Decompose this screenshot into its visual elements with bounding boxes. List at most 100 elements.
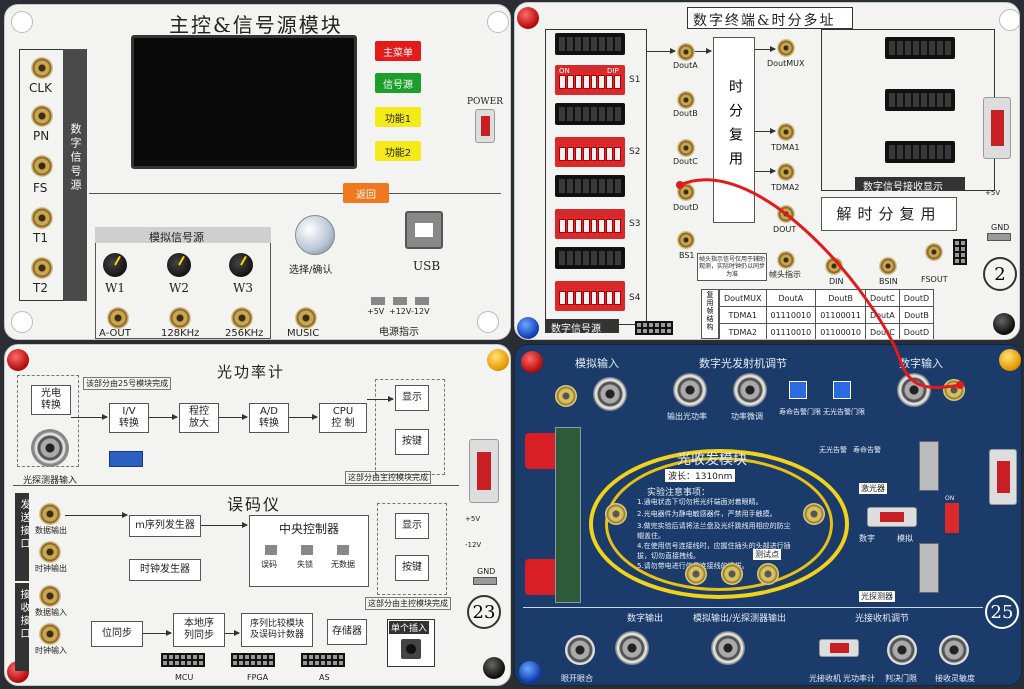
main-menu-button[interactable]: 主菜单 [375, 41, 421, 61]
music-jack[interactable] [295, 307, 317, 329]
data-input-label: 数据输入 [35, 608, 67, 617]
clock-input-label: 时钟输入 [35, 646, 67, 655]
pin-header-bottom[interactable] [635, 321, 673, 335]
doutb-label: DoutB [673, 109, 698, 118]
led-12v [393, 297, 407, 305]
power-fine-knob[interactable] [733, 373, 767, 407]
digital-out-coax[interactable] [615, 631, 649, 665]
w3-knob[interactable] [229, 253, 253, 277]
table-cell: DoutD [898, 323, 935, 339]
trimmer-pot[interactable] [109, 451, 143, 467]
back-button[interactable]: 返回 [343, 183, 389, 203]
tp-tdma1[interactable] [777, 123, 795, 141]
output-power-knob[interactable] [673, 373, 707, 407]
clk-jack[interactable] [31, 57, 53, 79]
fiber-mount-plate [555, 427, 581, 603]
data-output-jack[interactable] [39, 503, 61, 525]
as-header[interactable] [301, 653, 345, 667]
digital-in-coax[interactable] [897, 373, 931, 407]
corner-screw [487, 349, 509, 371]
a-out-jack[interactable] [107, 307, 129, 329]
fpga-header[interactable] [231, 653, 275, 667]
probe-input-connector[interactable] [31, 429, 69, 467]
sensitivity-knob[interactable] [939, 635, 969, 665]
board4-power-switch[interactable] [989, 449, 1017, 505]
digital-out-label: 数字输出 [627, 614, 664, 624]
clock-output-jack[interactable] [39, 541, 61, 563]
fiber-test-jack-left[interactable] [605, 503, 627, 525]
t2-jack[interactable] [31, 257, 53, 279]
tp-fsout[interactable] [925, 243, 943, 261]
fs-label: FS [33, 181, 48, 195]
w1-knob[interactable] [103, 253, 127, 277]
select-confirm-label: 选择/确认 [289, 265, 333, 276]
dip-switch-s2[interactable] [555, 137, 625, 167]
dip-switch-s1[interactable] [555, 65, 625, 95]
tp-bs1[interactable] [677, 231, 695, 249]
single-insert-button[interactable] [401, 639, 421, 659]
256khz-jack[interactable] [231, 307, 253, 329]
tp-doutb[interactable] [677, 91, 695, 109]
tp-dout[interactable] [777, 205, 795, 223]
corner-screw [517, 317, 539, 339]
w2-knob[interactable] [167, 253, 191, 277]
tp-tdma2[interactable] [777, 163, 795, 181]
power-switch[interactable] [475, 109, 495, 143]
fsout-label: FSOUT [921, 275, 948, 284]
main-control-frame [375, 379, 445, 475]
eye-knob[interactable] [565, 635, 595, 665]
arrow [219, 414, 248, 420]
analog-in-jack[interactable] [555, 385, 577, 407]
led-error: 误码 [261, 560, 277, 569]
fiber-test-jack-right[interactable] [803, 503, 825, 525]
t1-jack[interactable] [31, 207, 53, 229]
select-encoder-knob[interactable] [295, 215, 335, 255]
pin-header-jp1[interactable] [953, 239, 967, 265]
mcu-header[interactable] [161, 653, 205, 667]
tp-bsin[interactable] [879, 257, 897, 275]
board2-power-switch[interactable] [983, 97, 1011, 159]
rx-btn-1: 光接收机 [809, 674, 841, 683]
tp-doutc[interactable] [677, 139, 695, 157]
digital-in-jack[interactable] [943, 379, 965, 401]
life-alarm-pot[interactable] [789, 381, 807, 399]
tp-frame-head[interactable] [777, 251, 795, 269]
data-input-jack[interactable] [39, 585, 61, 607]
tp-doutmux[interactable] [777, 39, 795, 57]
function1-button[interactable]: 功能1 [375, 107, 421, 127]
test-point-2[interactable] [721, 563, 743, 585]
128khz-jack[interactable] [169, 307, 191, 329]
dip-s4-label: S4 [629, 293, 641, 303]
fs-jack[interactable] [31, 155, 53, 177]
usb-port[interactable] [405, 211, 443, 249]
ber-title: 误码仪 [227, 495, 282, 514]
clock-input-jack[interactable] [39, 623, 61, 645]
signal-source-button[interactable]: 信号源 [375, 73, 421, 93]
gnd-terminal[interactable] [473, 577, 497, 585]
digital-analog-switch[interactable] [867, 507, 917, 527]
test-point-1[interactable] [685, 563, 707, 585]
pn-jack[interactable] [31, 105, 53, 127]
test-point-3[interactable] [757, 563, 779, 585]
analog-in-coax[interactable] [593, 377, 627, 411]
function2-button[interactable]: 功能2 [375, 141, 421, 161]
tp-din[interactable] [825, 257, 843, 275]
rx-power-switch[interactable] [819, 639, 859, 657]
optical-transceiver-board: 模拟输入 数字光发射机调节 输出光功率 功率微调 寿命告警门限 无光告警门限 无… [514, 344, 1022, 686]
table-cell: 01100011 [815, 306, 866, 324]
dip-switch-s4[interactable] [555, 281, 625, 311]
nolight-alarm-pot[interactable] [833, 381, 851, 399]
arrow [289, 414, 318, 420]
opto-convert-block: 光电 转换 [31, 385, 71, 415]
gnd-terminal[interactable] [987, 233, 1011, 241]
threshold-knob[interactable] [887, 635, 917, 665]
tp-douta[interactable] [677, 43, 695, 61]
analog-out-coax[interactable] [711, 631, 745, 665]
board3-power-switch[interactable] [469, 439, 499, 503]
arrow [755, 46, 776, 52]
tp-doutd[interactable] [677, 183, 695, 201]
mode-dip[interactable] [945, 503, 959, 533]
dip-switch-s3[interactable] [555, 209, 625, 239]
gnd-label: GND [991, 223, 1010, 232]
table-cell: DoutC [864, 289, 900, 307]
